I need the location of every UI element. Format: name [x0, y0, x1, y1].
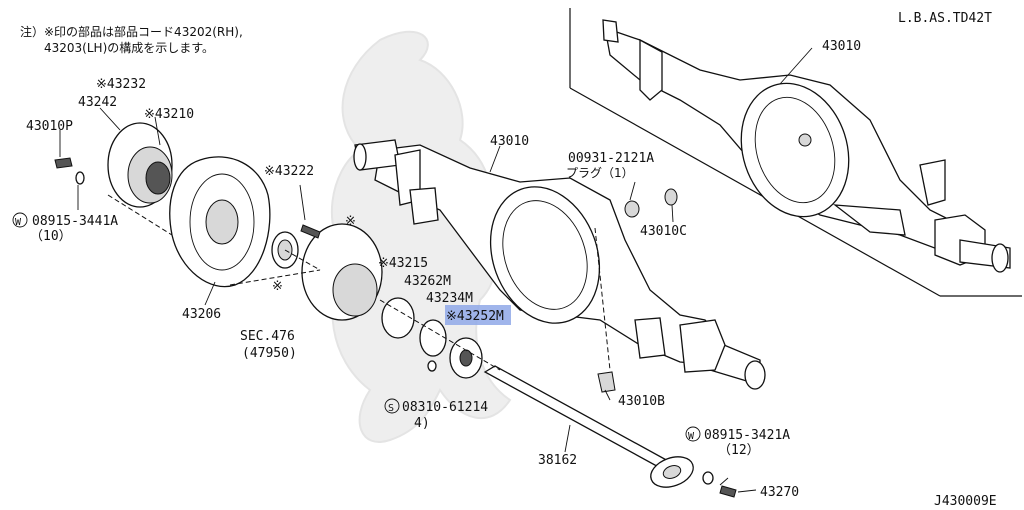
callout-labels: 43010 43010 ※43232 43242 ※43210 43010P W… — [12, 39, 861, 500]
star-hub-mark: ※ — [345, 214, 356, 229]
w-symbol-2: W — [688, 431, 695, 442]
callout-43010-inset[interactable]: 43010 — [822, 39, 861, 54]
model-code: L.B.AS.TD42T — [898, 11, 992, 26]
diagram-id: J430009E — [934, 494, 997, 509]
highlight-43252M — [445, 305, 511, 325]
washer-symbol-2-icon — [685, 426, 701, 442]
callout-sec476-ref: (47950) — [242, 346, 297, 361]
qty-08915-3421A: （12） — [718, 443, 760, 458]
callout-08915-3441A[interactable]: 08915-3441A — [32, 214, 118, 229]
callout-43232[interactable]: ※43232 — [96, 77, 146, 92]
callout-00931-2121A[interactable]: 00931-2121A — [568, 151, 654, 166]
note-line-2: 43203(LH)の構成を示します。 — [44, 41, 214, 55]
callout-43010-main[interactable]: 43010 — [490, 134, 529, 149]
callout-43234M[interactable]: 43234M — [426, 291, 473, 306]
screw-symbol-icon — [384, 398, 400, 414]
callout-43210[interactable]: ※43210 — [144, 107, 194, 122]
qty-08310-61214: 4) — [414, 416, 430, 431]
w-symbol-1: W — [15, 217, 22, 228]
axle-housing-inset — [602, 19, 1011, 273]
hub-and-drum-group — [54, 122, 483, 379]
callout-43215[interactable]: ※43215 — [378, 256, 428, 271]
callout-43010C[interactable]: 43010C — [640, 224, 687, 239]
callout-38162[interactable]: 38162 — [538, 453, 577, 468]
s-symbol: S — [388, 403, 394, 414]
callout-43010P[interactable]: 43010P — [26, 119, 73, 134]
note-line-1: 注）※印の部品は部品コード43202(RH), — [20, 24, 243, 39]
plug-label: プラグ（1） — [566, 166, 634, 180]
qty-08915-3441A: （10） — [30, 229, 72, 244]
callout-43242[interactable]: 43242 — [78, 95, 117, 110]
axle-housing-main — [353, 139, 766, 390]
star-seal-mark: ※ — [272, 279, 283, 294]
callout-43010B[interactable]: 43010B — [618, 394, 665, 409]
callout-43252M[interactable]: ※43252M — [446, 309, 504, 324]
callout-43262M[interactable]: 43262M — [404, 274, 451, 289]
callout-43270[interactable]: 43270 — [760, 485, 799, 500]
inset-frame — [569, 8, 1022, 297]
leader-lines — [59, 47, 813, 493]
callout-43222[interactable]: ※43222 — [264, 164, 314, 179]
callout-08310-61214[interactable]: 08310-61214 — [402, 400, 488, 415]
washer-symbol-icon — [12, 212, 28, 228]
dashed-guide-lines — [107, 194, 611, 371]
axle-shaft — [483, 365, 737, 498]
callout-08915-3421A[interactable]: 08915-3421A — [704, 428, 790, 443]
callout-43206[interactable]: 43206 — [182, 307, 221, 322]
callout-sec476[interactable]: SEC.476 — [240, 329, 295, 344]
plug-parts — [597, 188, 678, 393]
